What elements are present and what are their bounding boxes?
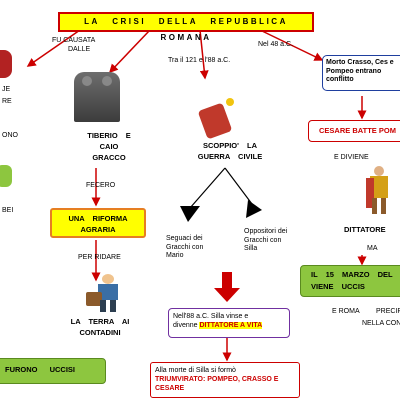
arrow-to-crasso	[259, 29, 324, 61]
label-e-diviene: E DIVIENE	[334, 154, 369, 161]
title-box: LA CRISI DELLA REPUBBLICA ROMANA	[58, 12, 314, 42]
split-line-left	[189, 167, 226, 209]
label-e-roma: E ROMA	[332, 308, 360, 315]
silla-text-highlight: DITTATORE A VITA	[199, 322, 263, 329]
arrow-to-civil-war	[199, 29, 209, 80]
node-riforma-agraria: UNA RIFORMA AGRARIA	[50, 208, 146, 238]
node-idi-marzo: IL 15 MARZO DEL VIENE UCCIS	[300, 265, 400, 297]
node-terra-contadini: LA TERRA AI CONTADINI	[70, 317, 130, 337]
split-arrowhead-right	[246, 200, 262, 218]
triumvirato-text-3: CESARE	[155, 385, 185, 392]
left-edge-text-3: ONO	[2, 132, 18, 139]
arrow-to-left-cause	[26, 29, 81, 67]
node-scoppio-guerra-civile: SCOPPIO' LA GUERRA CIVILE	[197, 141, 263, 161]
node-triumvirato: Alla morte di Silla si formò TRIUMVIRATO…	[150, 362, 300, 398]
label-nella-con: NELLA CON	[362, 320, 400, 327]
silla-text-2: divenne	[173, 322, 198, 329]
dynamite-illustration	[197, 98, 234, 140]
big-arrow-shaft	[222, 272, 232, 290]
silla-text-1: Nell'88 a.C. Silla vinse e	[173, 313, 249, 320]
node-seguaci-mario: Seguaci dei Gracchi con Mario	[166, 235, 204, 259]
node-dittatore: DITTATORE	[344, 225, 386, 234]
node-furono-uccisi: FURONO UCCISI	[0, 358, 106, 384]
split-arrowhead-left	[180, 206, 200, 222]
farmer-illustration	[86, 274, 128, 314]
label-nel-48: Nel 48 a.C.	[258, 41, 294, 48]
cesare-figure-illustration	[364, 166, 394, 216]
triumvirato-text-2: TRIUMVIRATO: POMPEO, CRASSO E	[155, 376, 279, 383]
title-text: LA CRISI DELLA REPUBBLICA ROMANA	[84, 17, 288, 42]
node-cesare-batte: CESARE BATTE POM	[308, 120, 400, 142]
label-dalle: DALLE	[68, 46, 91, 53]
triumvirato-text-1: Alla morte di Silla si formò	[155, 367, 236, 374]
left-edge-red-marker	[0, 50, 12, 78]
arrow-to-gracchi	[108, 29, 151, 74]
node-oppositori-silla: Oppositori dei Gracchi con Silla	[244, 228, 288, 252]
left-edge-text-2: RE	[2, 98, 12, 105]
label-precip: PRECIP	[376, 308, 400, 315]
gracchi-statue-illustration	[74, 72, 120, 122]
big-arrow-head	[214, 288, 240, 302]
node-tiberio-gracco: TIBERIO E CAIO GRACCO	[87, 131, 131, 162]
left-edge-text-4: BEI	[2, 207, 14, 214]
label-fecero: FECERO	[86, 182, 116, 189]
node-silla-dittatore: Nell'88 a.C. Silla vinse e divenne DITTA…	[168, 308, 290, 338]
label-ma: MA	[367, 245, 378, 252]
label-per-ridare: PER RIDARE	[78, 254, 121, 261]
crasso-box-text: Morto Crasso, Ces e Pompeo entrano confl…	[326, 59, 394, 83]
left-edge-text-1: JE	[2, 86, 11, 93]
split-line-right	[224, 167, 256, 209]
label-tra-121-88: Tra il 121 e l'88 a.C.	[168, 57, 231, 64]
label-fu-causata: FU CAUSATA	[52, 37, 96, 44]
left-edge-green-illustration	[0, 165, 12, 187]
node-crasso-box: Morto Crasso, Ces e Pompeo entrano confl…	[322, 55, 400, 91]
